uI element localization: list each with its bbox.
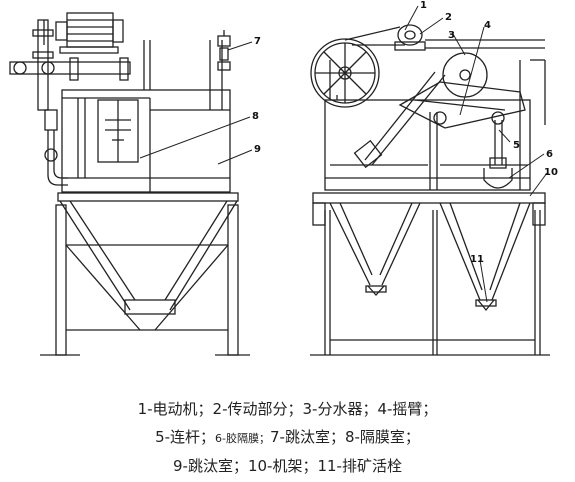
- callout-11: 11: [470, 254, 484, 265]
- drive-pulley: [344, 24, 426, 51]
- rocker-wheel: [425, 39, 545, 98]
- discharge-plugs: [365, 285, 497, 312]
- legend-line-1: 1-电动机；2-传动部分；3-分水器；4-摇臂；: [0, 398, 575, 419]
- jig-chamber-right: [324, 59, 546, 191]
- callout-3: 3: [448, 30, 455, 41]
- frame-left: [40, 192, 250, 356]
- legend-text-3: 9-跳汰室；10-机架；11-排矿活栓: [173, 457, 402, 475]
- rubber-diaphragm: [483, 157, 513, 189]
- callout-8: 8: [252, 111, 259, 122]
- legend-text-1: 1-电动机；2-传动部分；3-分水器；4-摇臂；: [137, 400, 438, 418]
- callout-2: 2: [445, 12, 452, 23]
- callout-9: 9: [254, 144, 261, 155]
- machine-frame-right: [310, 192, 550, 356]
- jig-machine-diagram: 1 2 3 4 5 6 7 8 9 10 11: [9, 0, 558, 356]
- callout-4: 4: [484, 20, 491, 31]
- callout-6: 6: [546, 149, 553, 160]
- water-pipes-left: [9, 19, 131, 186]
- legend-text-2b: 6-胶隔膜；: [215, 432, 270, 445]
- right-view: [310, 24, 550, 356]
- left-view: [9, 12, 250, 356]
- legend-text-2c: 7-跳汰室；8-隔膜室；: [270, 428, 420, 446]
- legend-line-3: 9-跳汰室；10-机架；11-排矿活栓: [0, 455, 575, 476]
- callout-labels: 1 2 3 4 5 6 7 8 9 10 11: [252, 0, 558, 265]
- callout-10: 10: [544, 167, 558, 178]
- legend-text-2a: 5-连杆；: [155, 428, 216, 446]
- leader-lines: [139, 5, 548, 303]
- callout-7: 7: [254, 36, 261, 47]
- callout-1: 1: [420, 0, 427, 11]
- fitting-7: [217, 30, 231, 71]
- flywheel: [310, 38, 380, 108]
- jig-chamber-left: [61, 40, 231, 193]
- motor-left: [55, 12, 124, 54]
- legend-line-2: 5-连杆；6-胶隔膜；7-跳汰室；8-隔膜室；: [0, 426, 575, 447]
- callout-5: 5: [513, 140, 520, 151]
